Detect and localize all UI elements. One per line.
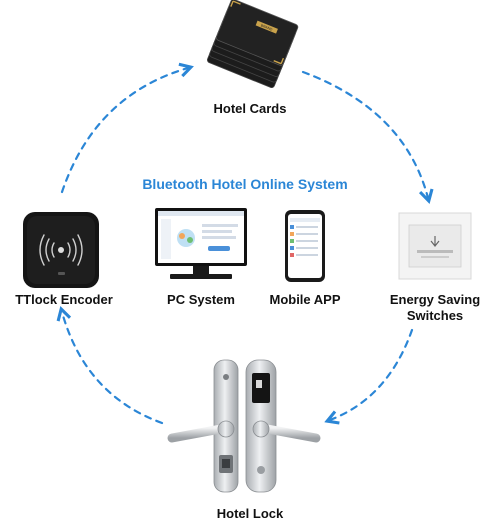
arrow-cards-to-switch [301,70,428,198]
encoder-label: TTlock Encoder [15,292,113,307]
encoder-image [23,212,99,288]
mobile-phone-image [285,210,325,282]
energy-switch-label-line1: Energy Saving [389,292,481,307]
mobile-app-label: Mobile APP [269,292,341,307]
arrow-lock-to-encoder [62,312,164,425]
hotel-lock-image [167,359,321,493]
system-title: Bluetooth Hotel Online System [142,176,348,192]
hotel-cards-image: BRAND [207,0,299,89]
energy-switch-image [398,212,472,280]
hotel-lock-label: Hotel Lock [216,506,284,521]
pc-monitor-image [155,208,247,279]
arrow-switch-to-lock [330,328,414,420]
arrow-encoder-to-cards [60,68,188,194]
pc-system-label: PC System [167,292,235,307]
flow-arrows [62,68,428,423]
hotel-cards-label: Hotel Cards [213,101,287,116]
energy-switch-label-line2: Switches [406,308,464,323]
card-brand-text: BRAND [260,23,273,31]
